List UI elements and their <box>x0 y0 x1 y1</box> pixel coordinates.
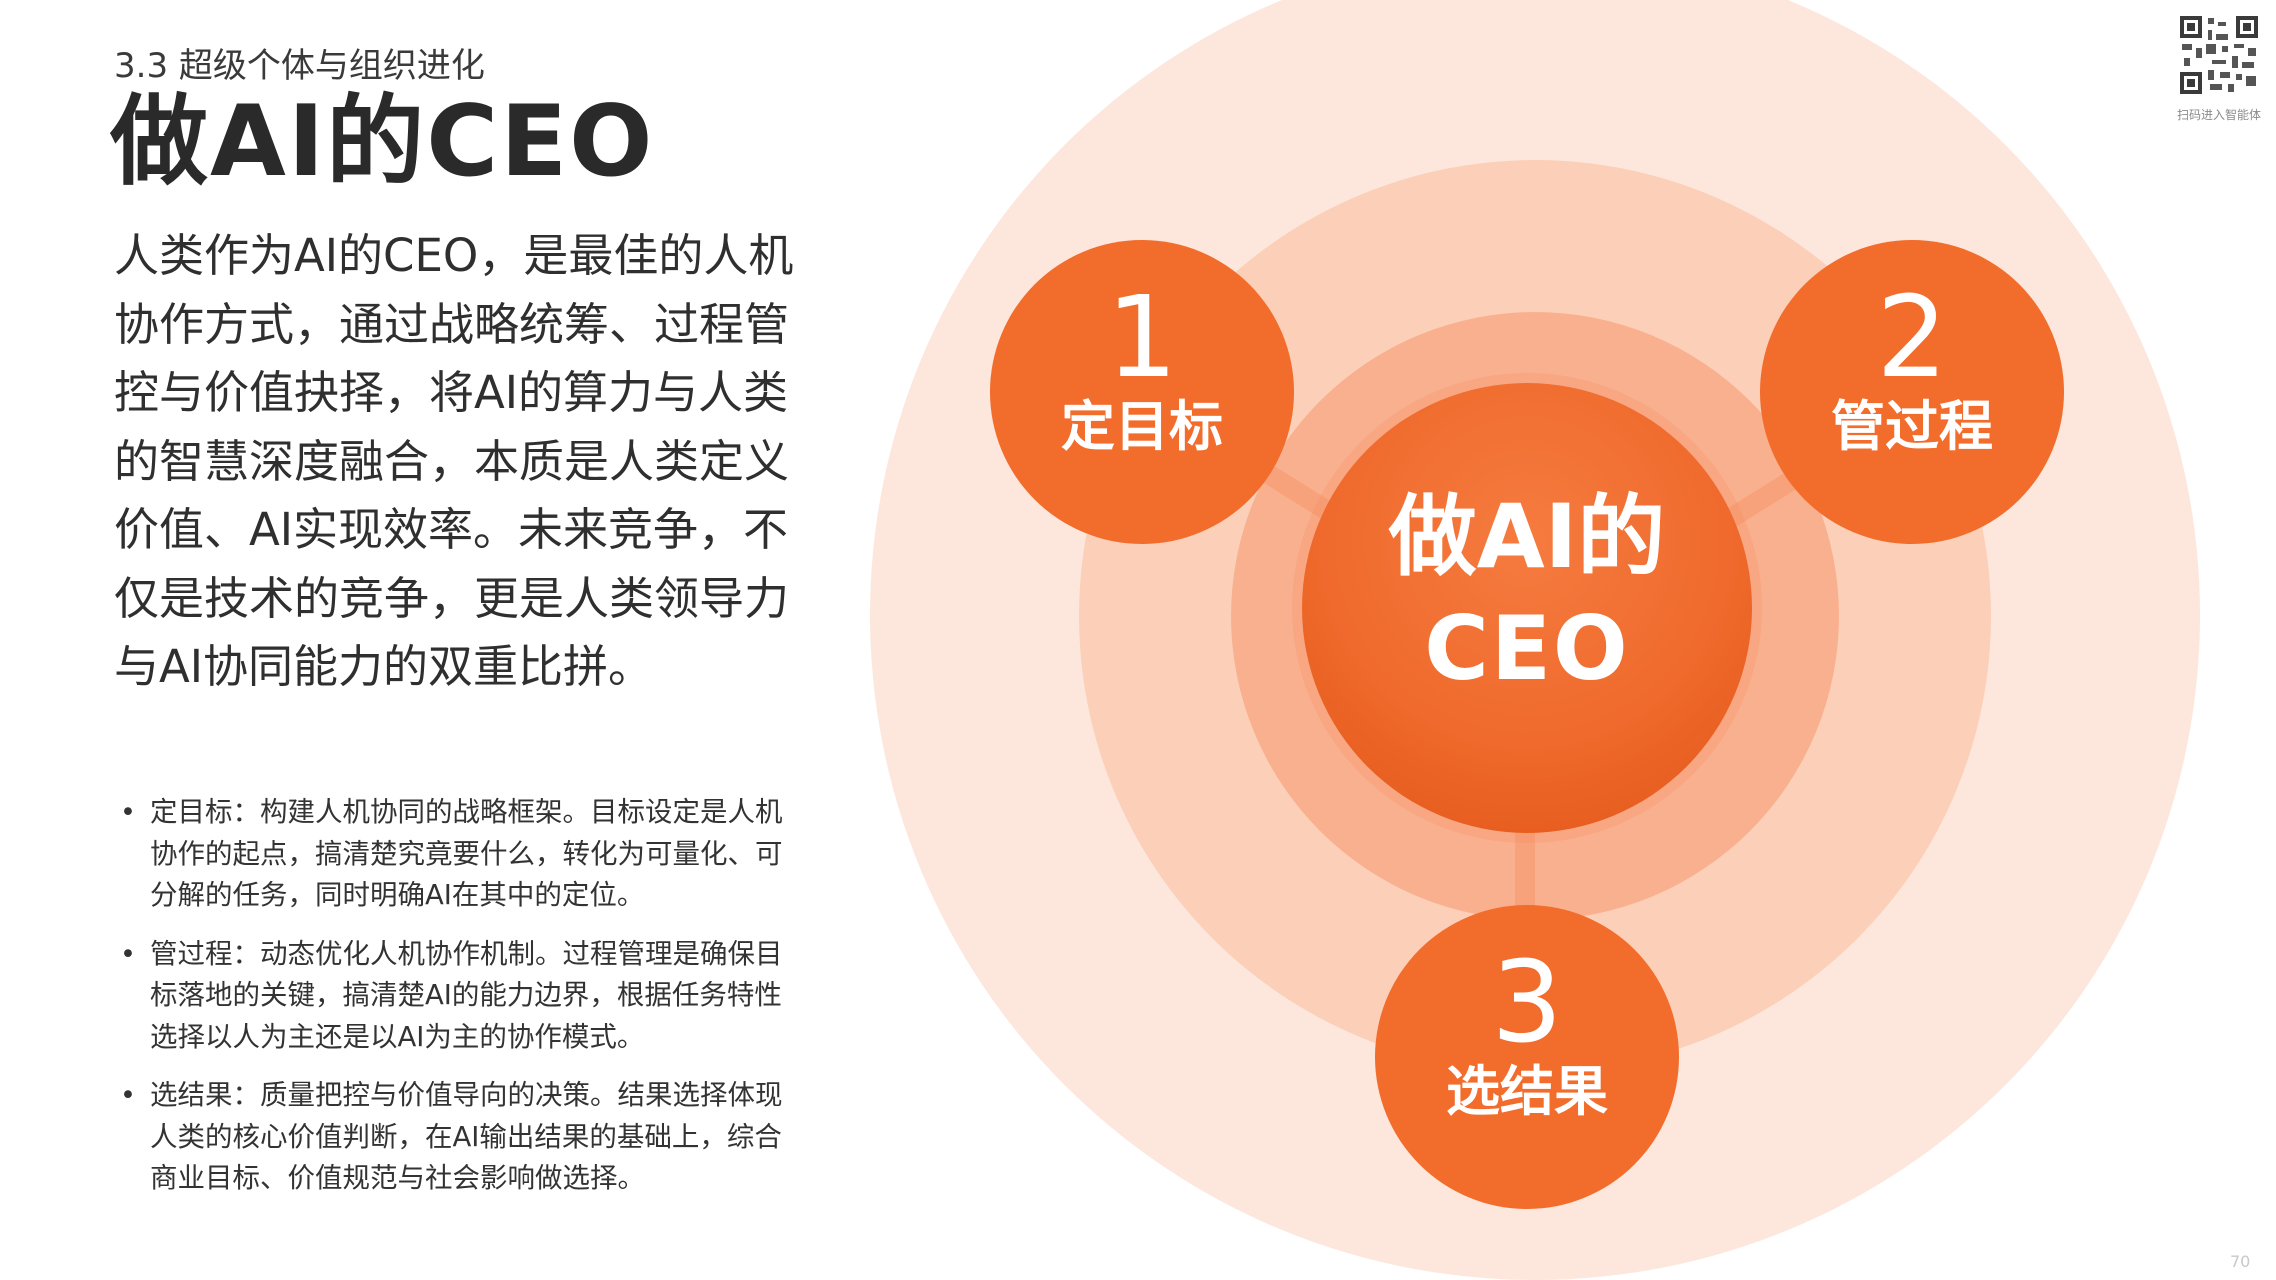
center-title-line1: 做AI的 <box>1388 485 1666 588</box>
connector-step-1 <box>1249 457 1371 543</box>
qr-code-icon[interactable] <box>2178 14 2260 96</box>
bullet-list: • 定目标：构建人机协同的战略框架。目标设定是人机协作的起点，搞清楚究竟要什么，… <box>114 792 794 1217</box>
step-number: 2 <box>1876 273 1948 403</box>
middle-ring <box>1079 160 1991 1072</box>
bullet-text: 管过程：动态优化人机协作机制。过程管理是确保目标落地的关键，搞清楚AI的能力边界… <box>150 937 783 1053</box>
center-title-line2: CEO <box>1424 597 1630 700</box>
page-title: 做AI的CEO <box>110 85 655 199</box>
bullet-dot: • <box>120 1080 136 1111</box>
qr-code-graphic <box>2178 14 2260 96</box>
step-circle-manage-process: 2 管过程 <box>1760 240 2064 544</box>
intro-paragraph: 人类作为AI的CEO，是最佳的人机协作方式，通过战略统筹、过程管控与价值抉择，将… <box>114 229 794 693</box>
bullet-dot: • <box>120 938 136 970</box>
bullet-item-select-result: • 选结果：质量把控与价值导向的决策。结果选择体现人类的核心价值判断，在AI输出… <box>114 1075 794 1200</box>
step-label: 定目标 <box>1061 395 1223 458</box>
step-label: 管过程 <box>1831 395 1993 458</box>
bullet-item-manage-process: • 管过程：动态优化人机协作机制。过程管理是确保目标落地的关键，搞清楚AI的能力… <box>114 934 794 1059</box>
bullet-text: 定目标：构建人机协同的战略框架。目标设定是人机协作的起点，搞清楚究竟要什么，转化… <box>150 796 783 911</box>
center-circle: 做AI的 CEO <box>1302 383 1752 833</box>
step-circle-set-goal: 1 定目标 <box>990 240 1294 544</box>
section-label: 3.3 超级个体与组织进化 <box>114 46 485 86</box>
inner-ring <box>1231 312 1839 920</box>
outer-ring <box>870 0 2200 1280</box>
bullet-dot: • <box>120 797 136 828</box>
connector-step-2 <box>1699 457 1821 543</box>
bullet-text: 选结果：质量把控与价值导向的决策。结果选择体现人类的核心价值判断，在AI输出结果… <box>150 1079 783 1194</box>
step-circle-select-result: 3 选结果 <box>1375 905 1679 1209</box>
connector-step-3 <box>1515 830 1535 930</box>
bullet-item-set-goal: • 定目标：构建人机协同的战略框架。目标设定是人机协作的起点，搞清楚究竟要什么，… <box>114 792 794 917</box>
page-number: 70 <box>2230 1252 2251 1271</box>
step-number: 1 <box>1106 273 1178 403</box>
step-number: 3 <box>1491 938 1563 1068</box>
qr-caption: 扫码进入智能体 <box>2176 108 2261 122</box>
step-label: 选结果 <box>1446 1060 1608 1123</box>
